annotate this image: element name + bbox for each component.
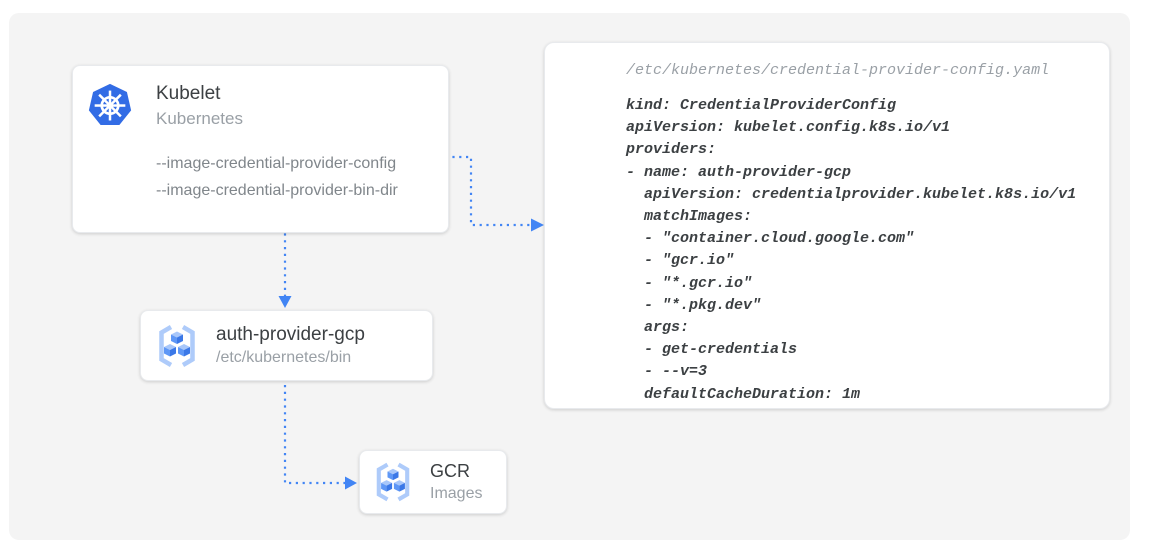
gcr-title: GCR bbox=[430, 461, 470, 481]
gcr-subtitle: Images bbox=[430, 485, 483, 502]
kubelet-card-heading: Kubelet Kubernetes bbox=[156, 81, 243, 131]
kubelet-card: Kubelet Kubernetes --image-credential-pr… bbox=[72, 65, 449, 233]
gcr-heading: GCR Images bbox=[430, 459, 482, 505]
credential-provider-config-card: /etc/kubernetes/credential-provider-conf… bbox=[544, 42, 1110, 409]
flag-image-credential-provider-bin-dir: --image-credential-provider-bin-dir bbox=[156, 182, 398, 199]
auth-provider-gcp-path: /etc/kubernetes/bin bbox=[216, 349, 352, 366]
container-registry-icon bbox=[153, 322, 201, 370]
flag-image-credential-provider-config: --image-credential-provider-config bbox=[156, 155, 397, 172]
config-yaml-content: kind: CredentialProviderConfig apiVersio… bbox=[626, 97, 1077, 403]
auth-provider-gcp-card: auth-provider-gcp /etc/kubernetes/bin bbox=[140, 310, 433, 381]
kubelet-title: Kubelet bbox=[156, 83, 221, 104]
auth-provider-gcp-title: auth-provider-gcp bbox=[216, 324, 365, 345]
kubernetes-helm-icon bbox=[87, 81, 133, 127]
container-registry-icon bbox=[371, 460, 415, 504]
kubelet-subtitle: Kubernetes bbox=[156, 109, 243, 128]
kubelet-flags: --image-credential-provider-config --ima… bbox=[156, 150, 398, 204]
auth-provider-gcp-heading: auth-provider-gcp /etc/kubernetes/bin bbox=[216, 322, 365, 369]
gcr-card: GCR Images bbox=[359, 450, 507, 514]
config-file-path: /etc/kubernetes/credential-provider-conf… bbox=[626, 62, 1050, 79]
